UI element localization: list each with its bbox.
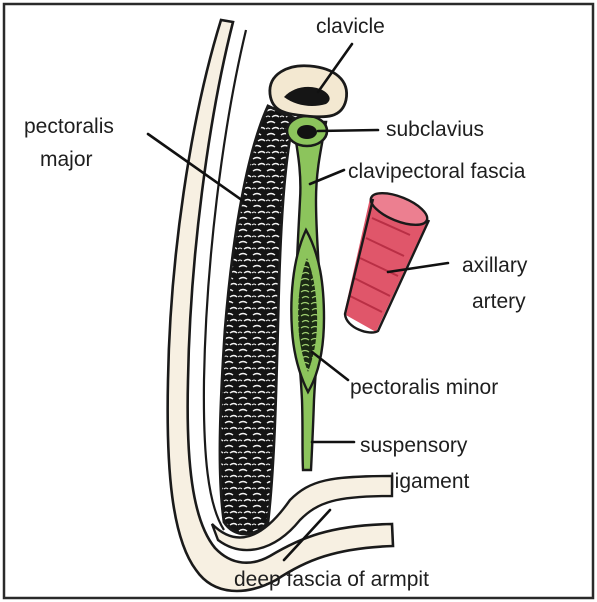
label-pectoralis-major-line2: major bbox=[40, 148, 93, 171]
clavicle-bone bbox=[270, 66, 347, 117]
label-pectoralis-major-line1: pectoralis bbox=[24, 115, 114, 138]
label-suspensory-ligament-line2: ligament bbox=[390, 470, 470, 493]
leader-subclavius bbox=[318, 130, 378, 131]
label-axillary-artery-line1: axillary bbox=[462, 254, 528, 277]
label-suspensory-ligament-line1: suspensory bbox=[360, 434, 468, 457]
label-deep-fascia: deep fascia of armpit bbox=[234, 568, 429, 591]
label-clavipectoral-fascia: clavipectoral fascia bbox=[348, 160, 526, 183]
label-clavicle: clavicle bbox=[316, 15, 385, 38]
label-pectoralis-minor: pectoralis minor bbox=[350, 376, 498, 399]
label-axillary-artery-line2: artery bbox=[472, 290, 526, 313]
label-subclavius: subclavius bbox=[386, 118, 484, 141]
subclavius-muscle-core bbox=[297, 125, 317, 139]
